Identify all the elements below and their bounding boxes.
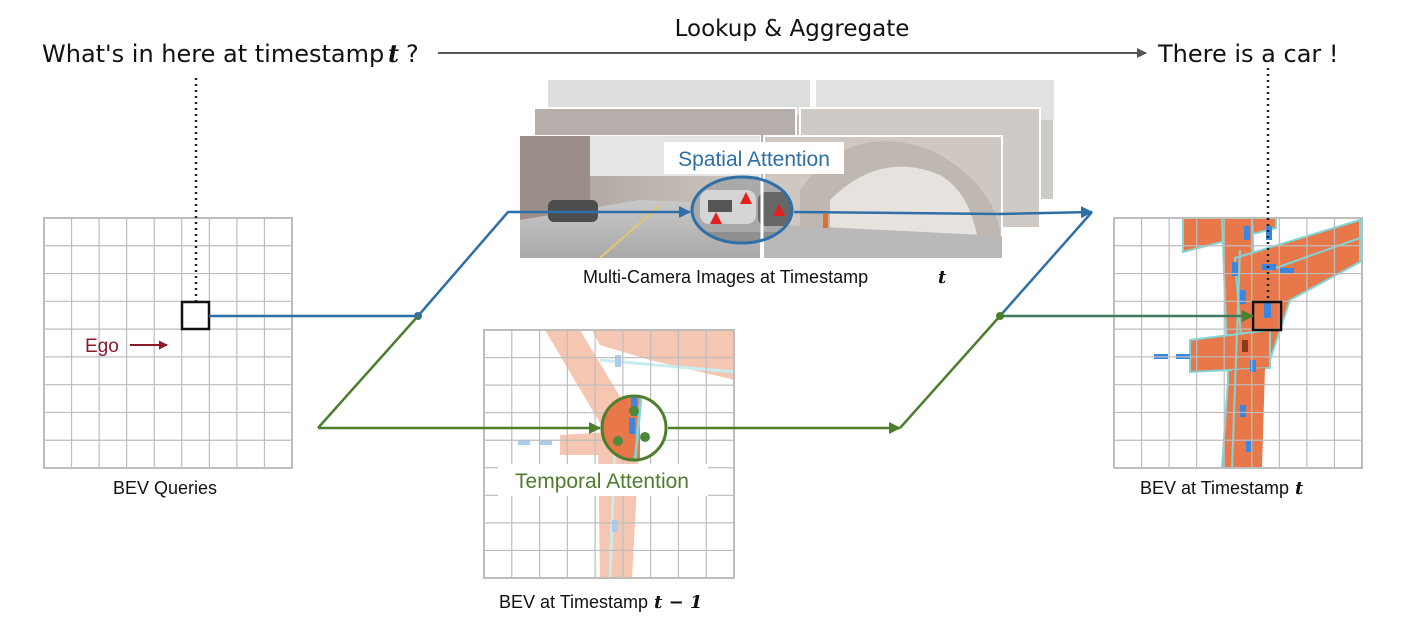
temporal-zoom-circle [600, 394, 668, 462]
current-caption: BEV at Timestamp [1140, 478, 1289, 498]
spatial-out-arrow [793, 206, 1093, 219]
bev-current-grid [1113, 217, 1363, 469]
bev-queries-grid [43, 217, 293, 469]
camera-front: Spatial Attention [519, 135, 1003, 259]
spatial-in-arrow [417, 206, 691, 317]
red-marker [740, 192, 752, 204]
query-to-temporal-line [317, 315, 419, 429]
temporal-attention-label: Temporal Attention [515, 470, 689, 493]
prev-caption-var: t − 1 [654, 592, 702, 613]
bev-queries-caption: BEV Queries [113, 478, 217, 498]
temporal-dot [613, 436, 623, 446]
temporal-up-line [899, 315, 1001, 429]
query-text: What's in here at timestamp [42, 40, 384, 68]
spatial-attention-label: Spatial Attention [678, 148, 830, 171]
fusion-junction [996, 312, 1004, 320]
camera-caption-var: t [938, 267, 947, 288]
temporal-dot [640, 432, 650, 442]
query-end: ? [406, 40, 419, 68]
camera-caption: Multi-Camera Images at Timestamp [583, 267, 868, 287]
header: What's in here at timestamp t ? Lookup &… [42, 16, 1339, 68]
temporal-dot [629, 406, 639, 416]
red-marker [773, 204, 785, 216]
ego-label: Ego [85, 336, 119, 357]
bev-current-map [1154, 217, 1361, 469]
answer-text: There is a car ! [1157, 40, 1339, 68]
prev-caption: BEV at Timestamp [499, 592, 648, 612]
query-var: t [388, 39, 399, 68]
lookup-label: Lookup & Aggregate [675, 16, 910, 42]
spatial-zoom-oval [690, 175, 794, 245]
red-marker [710, 212, 722, 224]
spatial-to-output-line [999, 211, 1093, 317]
current-caption-var: t [1295, 478, 1304, 499]
